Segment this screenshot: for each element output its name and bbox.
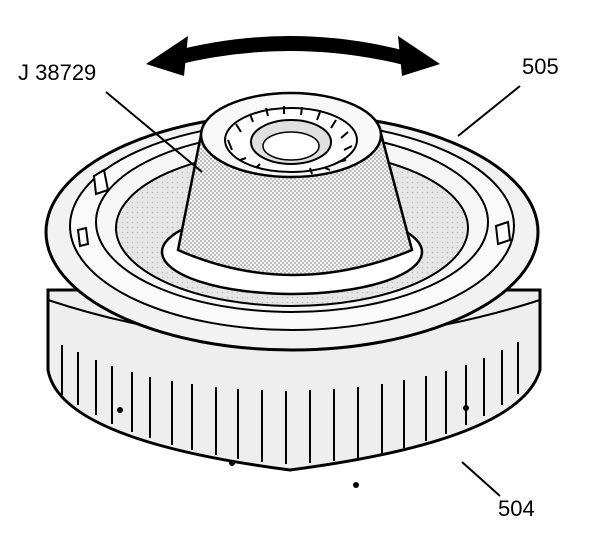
part-505-callout-label: 505 <box>522 54 559 79</box>
part-504-callout-label: 504 <box>498 496 535 521</box>
rotation-arrow-icon <box>146 36 440 76</box>
callout-leader-lines <box>105 85 521 497</box>
tool-teeth <box>227 106 353 175</box>
tool-j38729 <box>160 91 424 296</box>
drum-splines <box>61 342 519 464</box>
tool-callout-label: J 38729 <box>18 60 97 85</box>
